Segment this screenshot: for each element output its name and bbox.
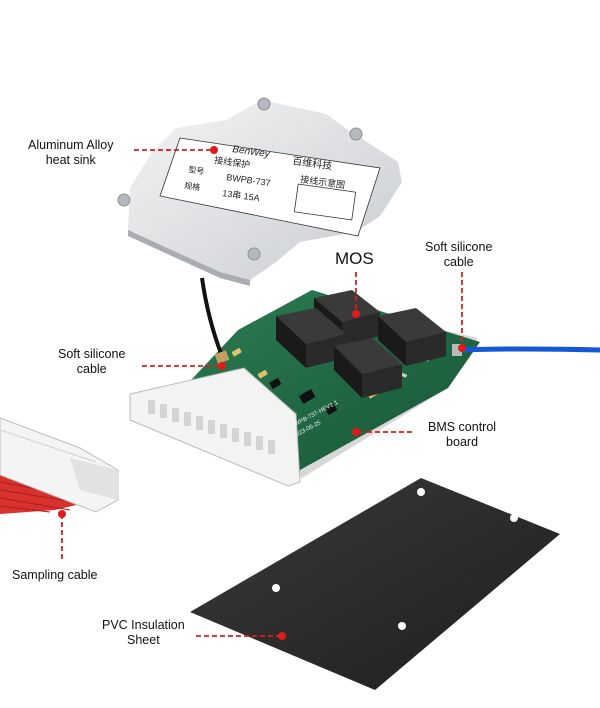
label-heat-sink-line1: Aluminum Alloy xyxy=(28,138,114,152)
label-heat-sink: Aluminum Alloy heat sink xyxy=(28,138,113,168)
label-silicone-left-line2: cable xyxy=(76,362,107,376)
label-heat-sink-line2: heat sink xyxy=(45,153,96,167)
label-mos-text: MOS xyxy=(335,249,374,268)
label-silicone-cable-right: Soft silicone cable xyxy=(425,240,492,270)
leader-dot-silicone-left xyxy=(218,362,226,370)
leader-lines xyxy=(58,146,466,640)
leader-dot-heat-sink xyxy=(210,146,218,154)
heatsink-protect: 接线保护 xyxy=(214,154,251,170)
label-silicone-cable-left: Soft silicone cable xyxy=(58,347,125,377)
heatsink-field2: 规格 xyxy=(184,180,201,192)
label-pvc-line2: Sheet xyxy=(127,633,160,647)
label-sampling-text: Sampling cable xyxy=(12,568,98,582)
leader-dot-silicone-right xyxy=(458,344,466,352)
sampling-cable xyxy=(0,417,119,514)
label-bms-line2: board xyxy=(446,435,479,449)
leader-dot-sampling xyxy=(58,510,66,518)
leader-dot-mos xyxy=(352,310,360,318)
label-silicone-right-line2: cable xyxy=(443,255,474,269)
aluminum-heat-sink: BenWey 百维科技 接线保护 型号 BWPB-737 规格 13串 15A … xyxy=(117,97,402,286)
leader-dot-pvc xyxy=(278,632,286,640)
label-bms-line1: BMS control xyxy=(428,420,497,434)
label-silicone-left-line1: Soft silicone xyxy=(58,347,126,361)
label-bms-board: BMS control board xyxy=(428,420,496,450)
blue-silicone-cable xyxy=(452,344,600,356)
black-silicone-cable xyxy=(200,277,230,364)
label-pvc-sheet: PVC Insulation Sheet xyxy=(102,618,185,648)
label-sampling-cable: Sampling cable xyxy=(12,568,97,583)
pvc-insulation-sheet xyxy=(190,478,560,690)
label-mos: MOS xyxy=(335,249,374,268)
leader-dot-bms xyxy=(352,428,360,436)
label-silicone-right-line1: Soft silicone xyxy=(425,240,493,254)
heatsink-field1: 型号 xyxy=(188,165,205,176)
label-pvc-line1: PVC Insulation xyxy=(102,618,185,632)
mosfets xyxy=(276,290,446,398)
heatsink-brand: BenWey xyxy=(232,144,272,160)
